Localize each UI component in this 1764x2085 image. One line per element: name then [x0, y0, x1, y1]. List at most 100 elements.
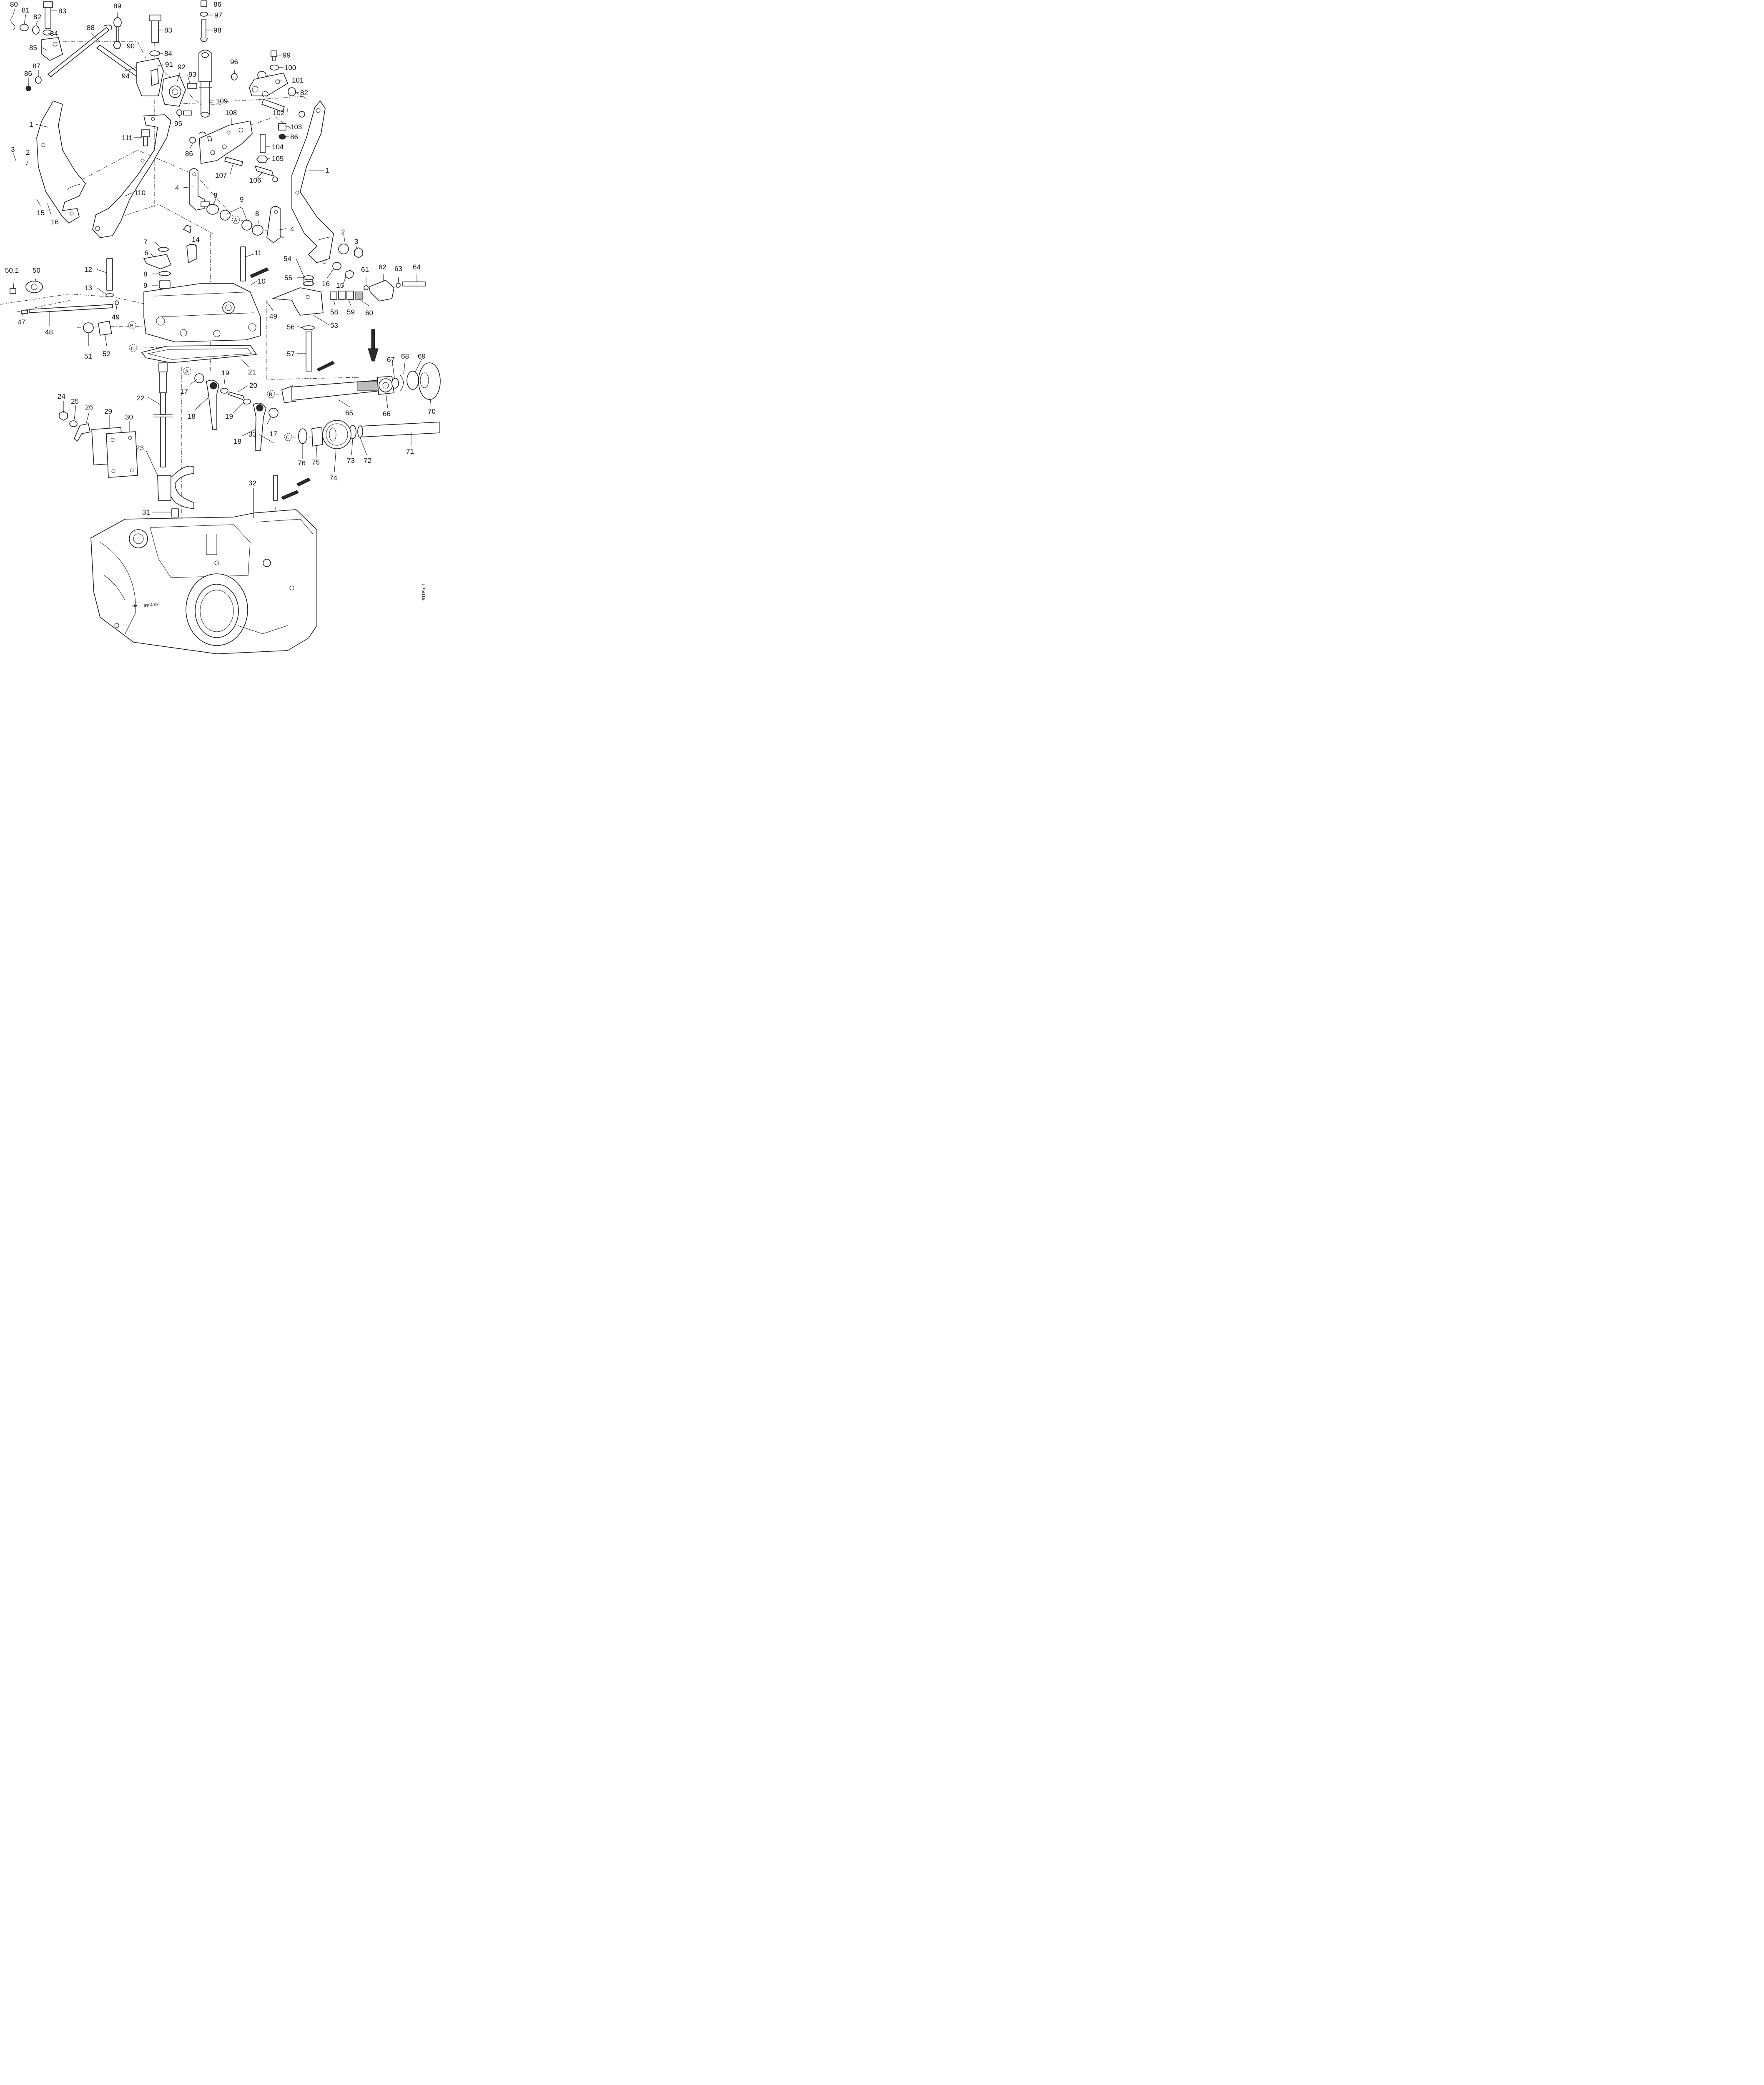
- callout-21: 21: [248, 368, 256, 376]
- callout-90: 90: [127, 42, 135, 50]
- callout-9-upper: 9: [240, 196, 243, 203]
- callout-107: 107: [215, 171, 227, 179]
- callout-18-lower: 18: [233, 437, 241, 445]
- left-bracket-plate: [36, 100, 86, 224]
- callout-75: 75: [312, 458, 320, 466]
- upper-left-linkage: [10, 1, 197, 116]
- callout-19-upper: 19: [221, 369, 229, 377]
- callout-89: 89: [113, 2, 121, 10]
- callout-49-left: 49: [112, 313, 120, 321]
- callout-101: 101: [292, 76, 304, 84]
- callout-98: 98: [213, 26, 221, 34]
- callout-82-right: 82: [300, 89, 308, 97]
- callout-96: 96: [230, 58, 238, 66]
- callout-4-upper: 4: [175, 184, 179, 192]
- callout-2-left: 2: [26, 148, 30, 156]
- ref-letter-c-right: C: [286, 435, 290, 440]
- right-control-linkage: [272, 244, 426, 372]
- callout-105: 105: [272, 155, 284, 163]
- callout-23: 23: [136, 444, 144, 452]
- callout-14: 14: [192, 236, 200, 244]
- callout-20: 20: [249, 382, 257, 389]
- callout-4-lower: 4: [290, 225, 294, 233]
- callout-19-lower: 19: [225, 412, 233, 420]
- figure-code: 6118b_1: [422, 583, 427, 600]
- callout-86-right: 86: [290, 133, 298, 141]
- callout-87: 87: [33, 62, 40, 70]
- callout-64: 64: [413, 263, 421, 271]
- callout-73: 73: [347, 457, 355, 465]
- callout-83-right: 83: [164, 26, 172, 34]
- callout-26: 26: [85, 403, 93, 411]
- left-shaft-parts: [10, 281, 119, 336]
- callout-12: 12: [84, 266, 92, 274]
- support-bracket-110: [92, 114, 171, 238]
- callout-47: 47: [18, 318, 25, 326]
- callout-7: 7: [143, 238, 147, 246]
- callout-86-left: 86: [24, 70, 32, 78]
- callout-86-top: 86: [213, 0, 221, 8]
- callout-62: 62: [379, 263, 386, 271]
- callout-66: 66: [383, 410, 391, 418]
- callout-84-right: 84: [164, 50, 172, 58]
- callout-102: 102: [273, 109, 284, 117]
- callout-11: 11: [254, 249, 262, 257]
- callout-97: 97: [214, 11, 222, 19]
- callout-51: 51: [84, 352, 92, 360]
- callout-93: 93: [188, 70, 196, 78]
- callout-16-right: 16: [322, 280, 330, 288]
- callout-56: 56: [287, 323, 295, 331]
- reference-letters: A A B B C C: [128, 216, 292, 441]
- callout-81: 81: [22, 6, 30, 14]
- ref-letter-c-left: C: [131, 346, 135, 352]
- callout-69: 69: [418, 352, 426, 360]
- lever-mount-108: [141, 121, 278, 182]
- callout-108: 108: [225, 109, 237, 117]
- top-cover-10: [143, 283, 261, 342]
- callout-82-left: 82: [33, 13, 41, 21]
- callout-31: 31: [142, 508, 150, 516]
- callout-3-left: 3: [11, 146, 15, 153]
- callout-76: 76: [298, 459, 306, 467]
- leader-lines: [12, 8, 432, 518]
- callout-25: 25: [71, 397, 79, 405]
- callout-91: 91: [165, 60, 173, 68]
- ref-letter-b-right: B: [269, 392, 272, 397]
- callout-106: 106: [249, 176, 261, 184]
- callout-104: 104: [272, 143, 284, 151]
- callout-17-upper: 17: [180, 387, 188, 395]
- callout-8-upper: 8: [213, 191, 217, 199]
- gas-spring: [198, 0, 212, 118]
- callout-80: 80: [10, 0, 18, 8]
- pin-33: [273, 475, 311, 501]
- callout-32: 32: [248, 479, 256, 487]
- callout-16-left: 16: [51, 218, 59, 226]
- callout-84-left: 84: [50, 30, 58, 38]
- callout-61: 61: [361, 266, 369, 274]
- callout-110: 110: [134, 189, 146, 197]
- callout-95: 95: [174, 120, 182, 128]
- callout-10: 10: [258, 277, 266, 285]
- callout-59: 59: [347, 308, 355, 316]
- valve-small-parts: [105, 225, 246, 297]
- gasket-21: [141, 345, 257, 363]
- callout-88: 88: [87, 24, 95, 32]
- callout-58: 58: [330, 308, 338, 316]
- cover-plates: [59, 411, 138, 478]
- fork-and-shaft: [153, 362, 279, 517]
- levers-and-bushings: [189, 168, 281, 243]
- callout-50-1: 50.1: [5, 266, 19, 274]
- callout-numbers: 1 1 2 2 3 3 4 4 6 7 8 8 8 9 9 10 11 12 1…: [5, 0, 436, 516]
- callout-6: 6: [144, 249, 148, 257]
- callout-8-mid: 8: [143, 270, 147, 278]
- callout-15-right: 15: [336, 281, 344, 289]
- callout-94: 94: [122, 72, 130, 80]
- callout-67: 67: [387, 356, 395, 364]
- callout-109: 109: [216, 97, 228, 105]
- svg-text:rta: rta: [132, 603, 138, 608]
- callout-86-mid: 86: [185, 150, 193, 158]
- callout-54: 54: [284, 255, 291, 263]
- callout-9-mid: 9: [143, 281, 147, 289]
- exploded-parts-diagram: rta R852 26 A A B B C C: [0, 0, 441, 654]
- callout-3-right: 3: [354, 238, 358, 246]
